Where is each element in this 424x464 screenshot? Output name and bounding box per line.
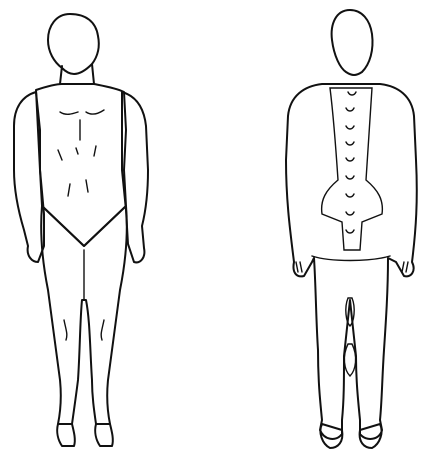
front-right-foot [95, 424, 113, 446]
back-vertebra-marks [346, 92, 356, 233]
front-left-foot [57, 424, 75, 446]
front-legs-shaded [41, 206, 127, 424]
back-waistline [312, 256, 390, 261]
back-right-hand [402, 262, 408, 272]
back-view-figure [286, 10, 417, 448]
front-view-figure [14, 14, 148, 446]
front-torso [36, 84, 126, 246]
back-left-hand [296, 262, 302, 272]
back-spine-unshaded [322, 88, 383, 250]
back-body-shaded [286, 84, 417, 439]
back-head [332, 10, 373, 75]
front-chest-lines [58, 110, 104, 196]
back-leg-gap-lower [344, 344, 355, 376]
front-leg-divide [64, 250, 104, 340]
